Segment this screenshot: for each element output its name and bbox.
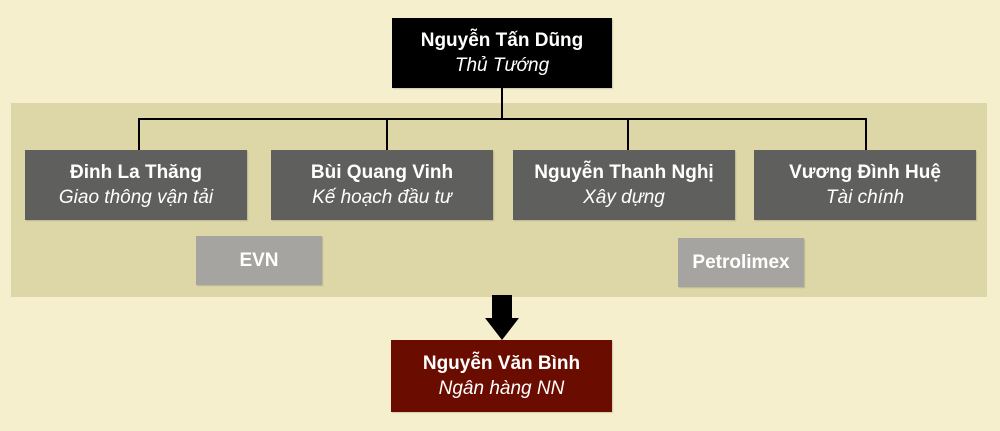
node-name: Nguyễn Tấn Dũng [420, 30, 584, 51]
connector-drop-1 [138, 118, 140, 150]
node-name: Đinh La Thăng [70, 162, 202, 183]
connector-drop-3 [627, 118, 629, 150]
minister-node: Nguyễn Thanh Nghị Xây dựng [513, 150, 735, 220]
connector-trunk [501, 88, 503, 120]
node-name: Vương Đình Huệ [789, 162, 941, 183]
node-role: Tài chính [825, 187, 905, 208]
node-role: Giao thông vận tải [58, 187, 214, 208]
node-role: Ngân hàng NN [438, 378, 565, 399]
org-node-evn: EVN [196, 236, 322, 285]
connector-drop-4 [865, 118, 867, 150]
node-name: Nguyễn Văn Bình [422, 353, 581, 374]
node-name: Nguyễn Thanh Nghị [534, 162, 714, 183]
down-arrow-icon [485, 295, 519, 340]
connector-drop-2 [386, 118, 388, 150]
prime-minister-node: Nguyễn Tấn Dũng Thủ Tướng [392, 18, 612, 88]
org-label: Petrolimex [692, 251, 790, 273]
state-bank-node: Nguyễn Văn Bình Ngân hàng NN [391, 340, 612, 412]
minister-node: Bùi Quang Vinh Kế hoạch đầu tư [271, 150, 493, 220]
node-role: Xây dựng [583, 187, 665, 208]
node-role: Thủ Tướng [454, 55, 550, 76]
minister-node: Đinh La Thăng Giao thông vận tải [25, 150, 247, 220]
org-label: EVN [239, 249, 279, 271]
org-node-petrolimex: Petrolimex [678, 238, 804, 287]
minister-node: Vương Đình Huệ Tài chính [754, 150, 976, 220]
node-role: Kế hoạch đầu tư [312, 187, 452, 208]
connector-horizontal [138, 118, 867, 120]
node-name: Bùi Quang Vinh [310, 162, 454, 183]
